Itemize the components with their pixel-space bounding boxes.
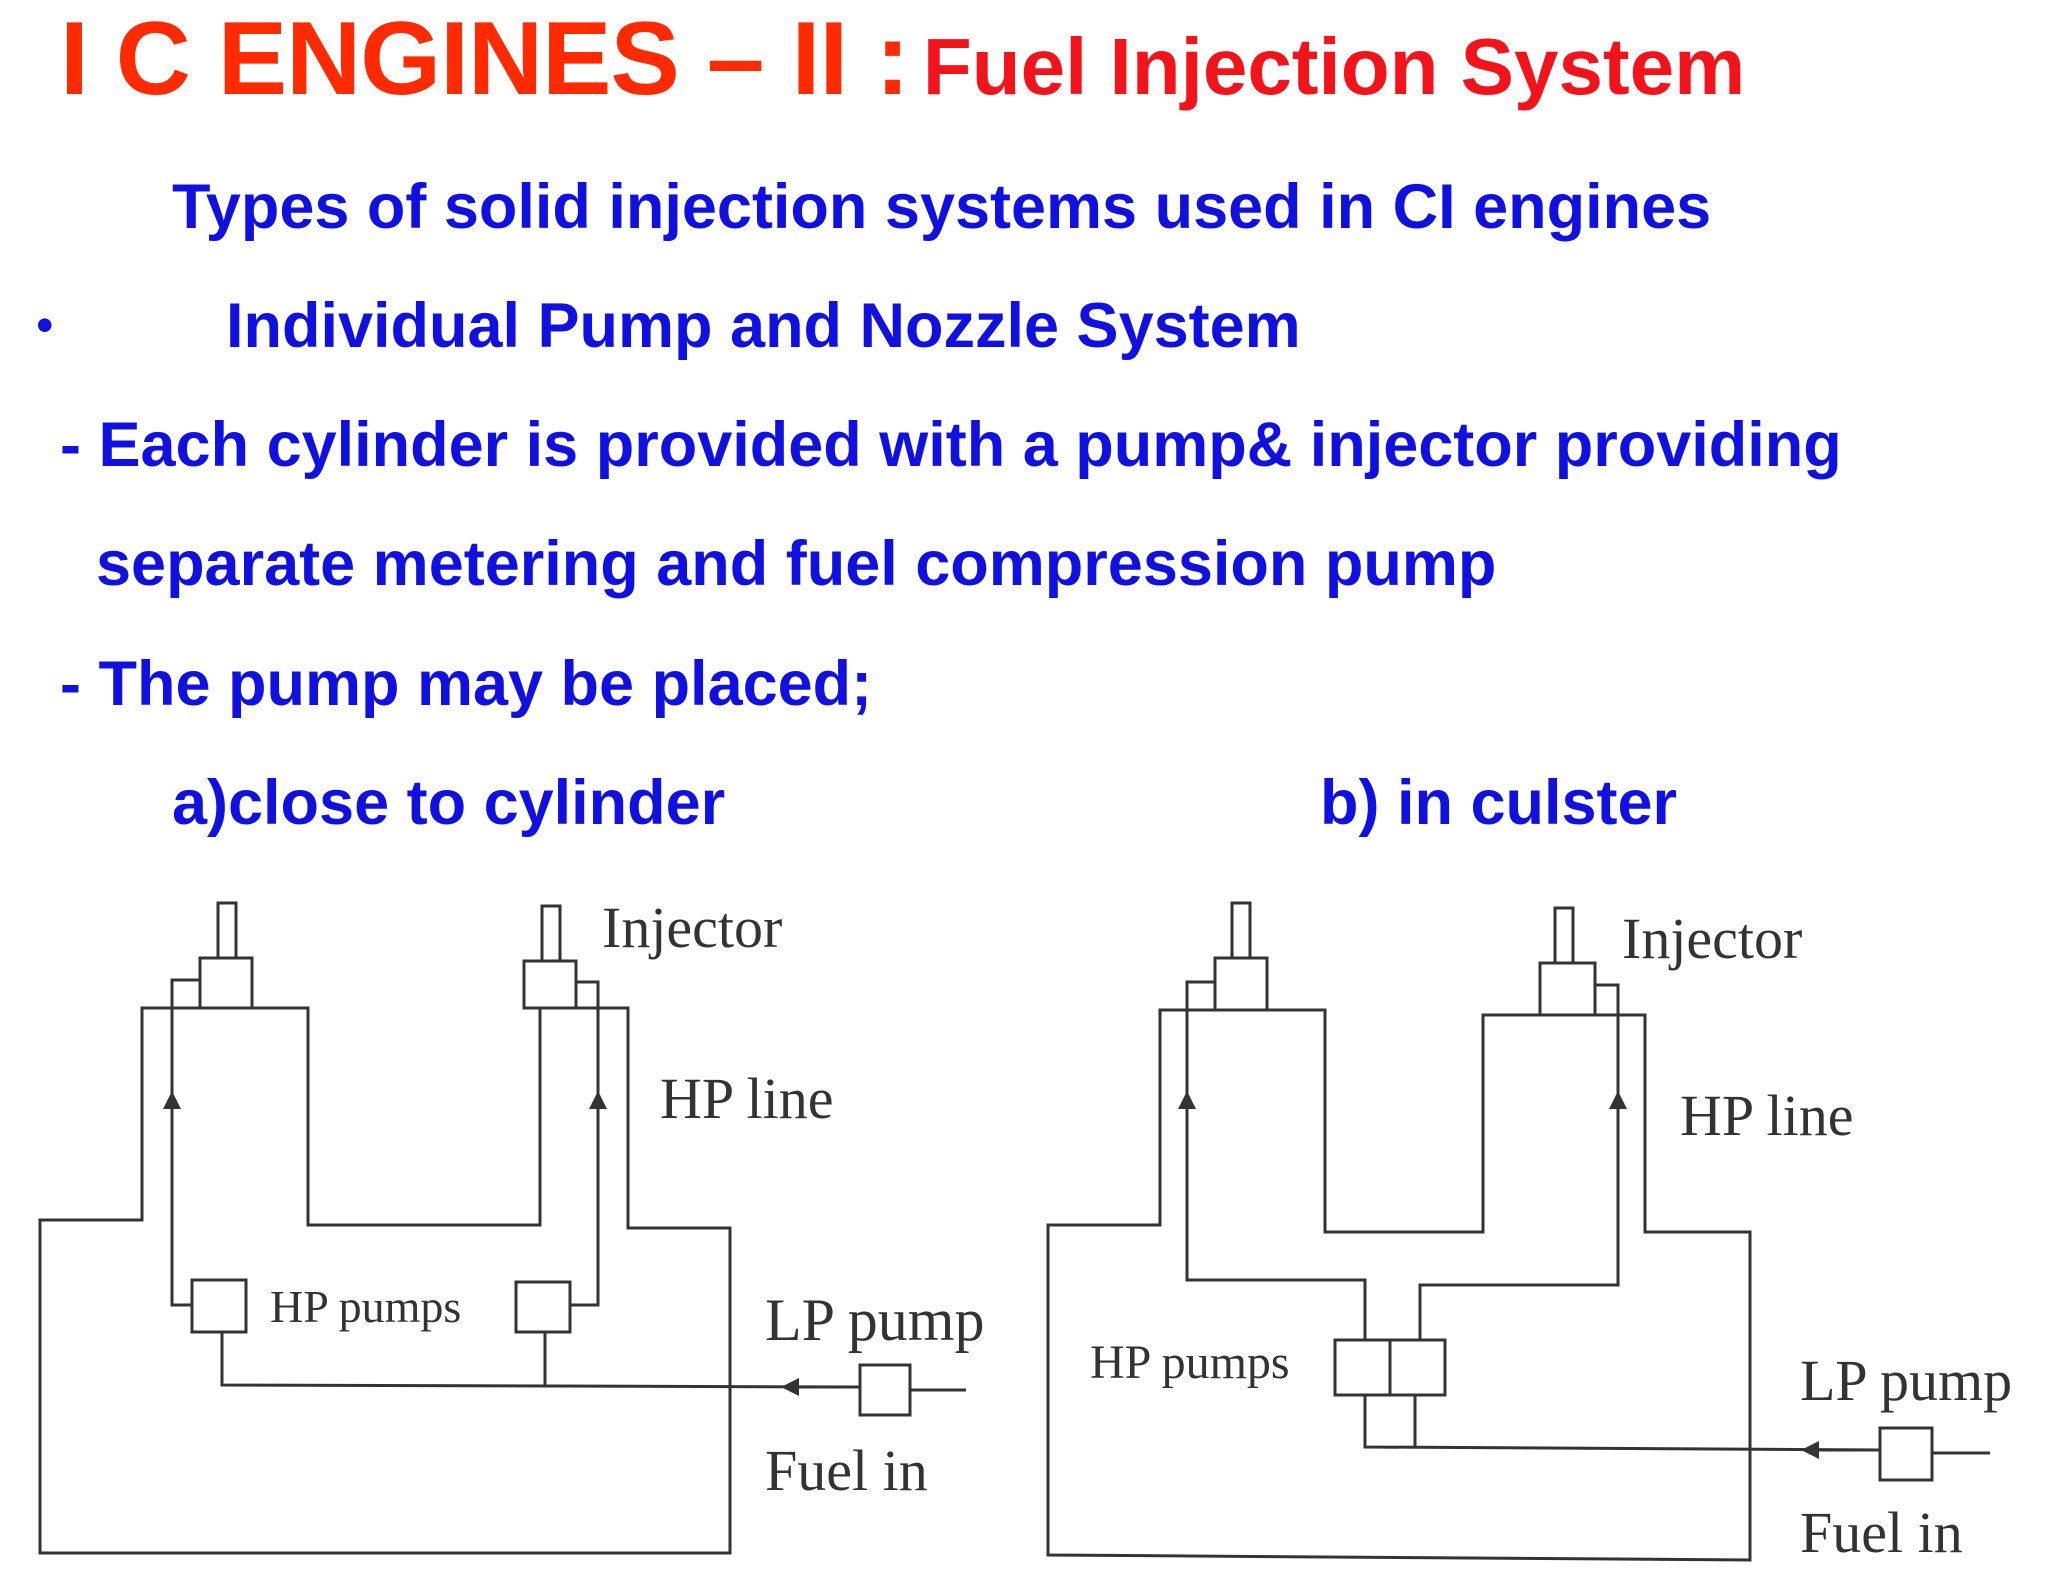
injector-b-right-nozzle	[1553, 906, 1575, 965]
diagram-b-labels: Injector HP line HP pumps LP pump Fuel i…	[1090, 906, 2012, 1565]
injector-a-right-body	[522, 959, 578, 1010]
diagram-a-labels: Injector HP line HP pumps LP pump Fuel i…	[270, 895, 984, 1503]
injector-b-right-body	[1538, 961, 1597, 1017]
title-main: I C ENGINES – II :	[60, 1, 910, 117]
lp-pump-a	[858, 1363, 912, 1417]
label-a-lp-pump: LP pump	[765, 1287, 984, 1353]
label-a-hp-line: HP line	[660, 1066, 833, 1131]
label-a-injector: Injector	[602, 895, 782, 960]
bullet-dot: •	[36, 297, 54, 353]
description-line-1: - Each cylinder is provided with a pump&…	[60, 410, 1842, 480]
label-b-hp-pumps: HP pumps	[1090, 1336, 1290, 1389]
title-sub: Fuel Injection System	[922, 22, 1746, 111]
label-b-hp-line: HP line	[1680, 1083, 1853, 1148]
injector-a-right-nozzle	[540, 904, 562, 963]
description-line-3: - The pump may be placed;	[60, 649, 873, 719]
hp-pump-a-right	[514, 1280, 572, 1334]
label-a-hp-pumps: HP pumps	[270, 1281, 461, 1332]
injector-a-left-body	[198, 956, 254, 1010]
label-b-injector: Injector	[1622, 906, 1802, 971]
diagram-b	[1046, 901, 1990, 1562]
bullet-text: Individual Pump and Nozzle System	[226, 291, 1301, 361]
slide-title: I C ENGINES – II :Fuel Injection System	[60, 0, 1745, 119]
option-b-label: b) in culster	[1320, 768, 1678, 838]
injector-b-left-body	[1213, 956, 1269, 1012]
label-b-lp-pump: LP pump	[1800, 1348, 2012, 1413]
hp-line-a-right	[570, 980, 600, 1307]
injector-a-left-nozzle	[216, 901, 238, 960]
feed-line-a	[220, 1332, 861, 1389]
hp-pump-b-right	[1388, 1338, 1447, 1397]
hp-line-b-right	[1418, 983, 1620, 1340]
feed-line-b	[1363, 1395, 1881, 1452]
option-a-label: a)close to cylinder	[172, 768, 726, 838]
hp-pump-b-left	[1333, 1338, 1392, 1397]
label-a-fuel-in: Fuel in	[765, 1438, 928, 1503]
hp-line-a-left	[170, 978, 200, 1307]
heading: Types of solid injection systems used in…	[172, 172, 1712, 242]
engine-outline-b	[1046, 1008, 1752, 1562]
description-line-2: separate metering and fuel compression p…	[96, 529, 1497, 599]
hp-pump-a-left	[190, 1278, 248, 1334]
label-b-fuel-in: Fuel in	[1800, 1500, 1963, 1565]
hp-line-b-left	[1185, 980, 1367, 1340]
diagram-a	[38, 901, 966, 1555]
injector-b-left-nozzle	[1230, 901, 1252, 960]
lp-pump-b	[1878, 1426, 1934, 1482]
